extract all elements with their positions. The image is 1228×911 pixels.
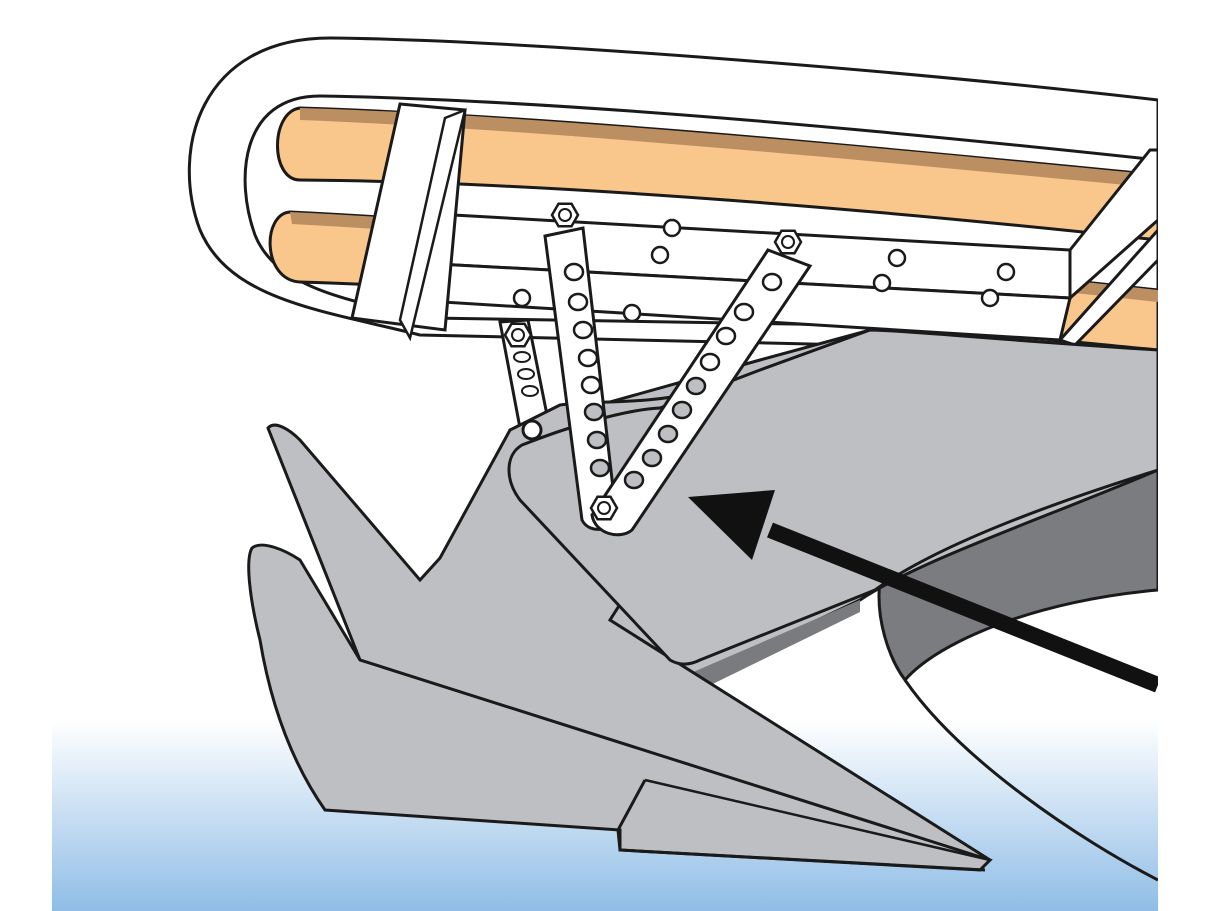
rail-hole bbox=[512, 288, 532, 308]
anchor-fluke-lower bbox=[247, 543, 993, 872]
hex-bolt-icon bbox=[503, 322, 533, 348]
rail-bolt-row bbox=[512, 202, 1016, 323]
wood-plank-upper-shade bbox=[300, 108, 1158, 188]
rear-strap-hole bbox=[521, 385, 539, 397]
rail-hole bbox=[662, 218, 682, 238]
hex-bolt-icon bbox=[550, 202, 580, 228]
rail-hole bbox=[622, 303, 642, 323]
strap-holes bbox=[563, 262, 783, 490]
pivot-bolt bbox=[521, 419, 543, 441]
anchor-spine-edge bbox=[644, 778, 991, 862]
rear-strap-hole bbox=[517, 368, 535, 380]
anchor-spine bbox=[616, 779, 986, 872]
rear-strap-hole bbox=[513, 351, 531, 363]
rail-hole bbox=[980, 288, 1000, 308]
rail-hole bbox=[996, 262, 1016, 282]
rail-hole bbox=[887, 248, 907, 268]
arrow-icon bbox=[688, 490, 1158, 693]
clamp-block-edge bbox=[398, 107, 467, 342]
hull-curve bbox=[903, 679, 1158, 882]
anchor-plate-shadow bbox=[580, 600, 860, 700]
hex-bolt-icon bbox=[773, 229, 803, 255]
hex-bolt-icon bbox=[589, 495, 619, 521]
rail-end-block bbox=[1068, 148, 1158, 302]
rail-hole bbox=[872, 273, 892, 293]
rail-hole bbox=[650, 245, 670, 265]
